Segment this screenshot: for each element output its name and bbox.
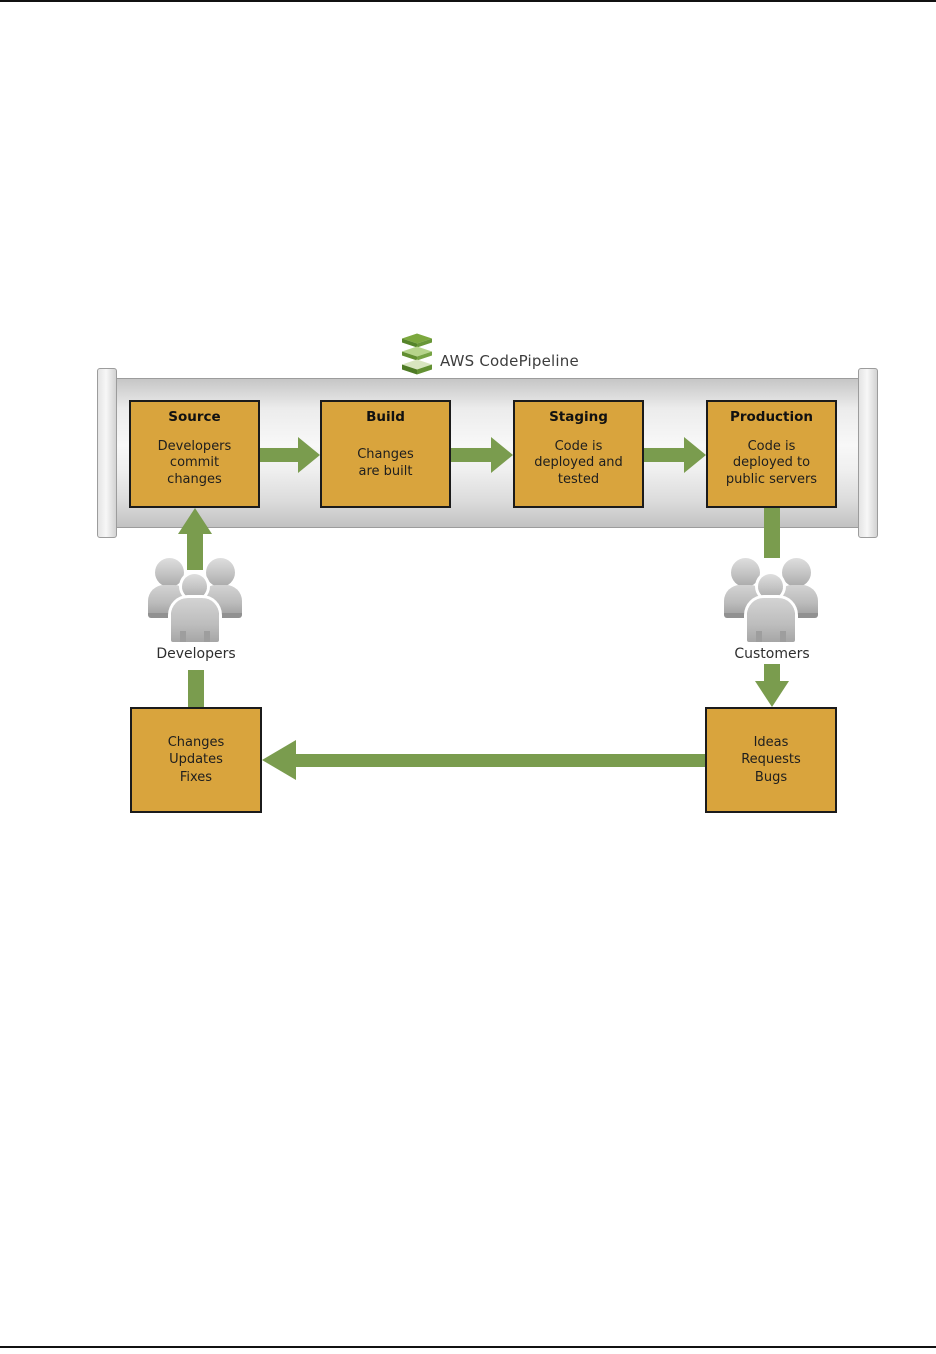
arrow-shaft (451, 448, 493, 462)
connector-production-to-customers (764, 508, 780, 558)
customers-people-group-icon (724, 556, 820, 644)
stage-title: Source (168, 409, 221, 425)
person-head (182, 574, 207, 599)
person-head (731, 558, 760, 587)
stage-description: Code is deployed and tested (534, 438, 623, 487)
stage-box-staging: Staging Code is deployed and tested (513, 400, 644, 508)
pipeline-cap-right (858, 368, 878, 538)
arrow-head-icon (262, 740, 296, 780)
person-head (155, 558, 184, 587)
arrow-head-icon (755, 681, 789, 707)
arrow-staging-to-production (644, 437, 706, 473)
changes-updates-fixes-box: Changes Updates Fixes (130, 707, 262, 813)
arrow-shaft (764, 664, 780, 682)
person-front (148, 556, 244, 644)
stage-box-source: Source Developers commit changes (129, 400, 260, 508)
stage-box-build: Build Changes are built (320, 400, 451, 508)
person-head (206, 558, 235, 587)
arrow-shaft (644, 448, 686, 462)
arrow-ideas-to-changes (262, 740, 705, 780)
arrow-head-icon (298, 437, 320, 473)
stage-description: Code is deployed to public servers (725, 438, 818, 487)
arrow-shaft (294, 754, 705, 767)
person-torso (747, 598, 795, 642)
arrow-shaft (187, 533, 203, 570)
stage-title: Production (729, 409, 814, 425)
codepipeline-icon (402, 333, 432, 375)
stage-box-production: Production Code is deployed to public se… (706, 400, 837, 508)
arrow-source-to-build (260, 437, 320, 473)
connector-developers-to-changes-box (188, 670, 204, 708)
page-bottom-border (0, 1346, 936, 1348)
person-head (758, 574, 783, 599)
person-torso (171, 598, 219, 642)
arrow-developers-to-source (178, 508, 212, 570)
arrow-customers-to-ideas-box (755, 664, 789, 707)
stage-title: Staging (549, 409, 608, 425)
stage-description: Changes are built (357, 446, 414, 479)
developers-people-group-icon (148, 556, 244, 644)
arrow-build-to-staging (451, 437, 513, 473)
arrow-head-icon (491, 437, 513, 473)
stage-description: Developers commit changes (157, 438, 232, 487)
customers-label: Customers (734, 646, 810, 662)
ideas-requests-bugs-box: Ideas Requests Bugs (705, 707, 837, 813)
diagram-title: AWS CodePipeline (440, 352, 579, 370)
person-head (782, 558, 811, 587)
stage-title: Build (366, 409, 405, 425)
arrow-head-icon (684, 437, 706, 473)
pipeline-cap-left (97, 368, 117, 538)
developers-label: Developers (156, 646, 236, 662)
page-top-border (0, 0, 936, 2)
arrow-head-icon (178, 508, 212, 534)
arrow-shaft (260, 448, 300, 462)
person-back-right (148, 556, 244, 644)
person-front (724, 556, 820, 644)
